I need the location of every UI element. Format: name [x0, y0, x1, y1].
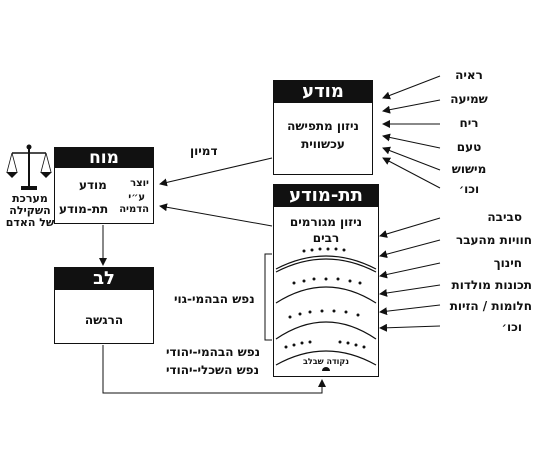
subconscious-box: תת-מודע ניזון מגורמים רבים [273, 184, 379, 377]
layer-3 [275, 309, 377, 340]
conscious-body-line1: ניזון מתפישה [287, 119, 359, 133]
input-taste: טעם [456, 140, 482, 154]
input-past-experiences: חוויות מהעבר [456, 233, 532, 247]
scale-icon [6, 144, 52, 190]
scale-caption-line3: של האדם [5, 216, 55, 229]
brain-row-mid: ע״י [128, 192, 145, 203]
heart-title: לב [55, 268, 153, 290]
scale-caption: מערכת השקילה של האדם [0, 193, 60, 229]
arrow-touch [382, 146, 441, 171]
arrow-heart-to-core [102, 345, 326, 394]
input-etc-conscious: וכו׳ [458, 182, 480, 196]
arrow-conscious-to-brain [159, 157, 273, 187]
arrow-dreams [379, 304, 441, 316]
arrow-innate [379, 284, 441, 297]
brain-row1-left: מודע [79, 178, 107, 192]
core-label: נקודה שבלב [303, 357, 349, 366]
brain-title: מוח [55, 148, 153, 168]
arrow-environment [379, 217, 441, 238]
bracket-animal-gentile [264, 253, 272, 341]
layer-1 [275, 247, 377, 273]
brain-box: מוח יוצר מודע ע״י הדמיה תת-מודע [54, 147, 154, 224]
arrow-taste [382, 133, 441, 149]
input-education: חינוך [493, 256, 522, 270]
conscious-body-line2: עכשווית [301, 137, 345, 151]
scale-caption-line1: מערכת [12, 192, 48, 205]
input-etc-sub: וכו׳ [501, 320, 522, 334]
arrow-education [379, 262, 441, 279]
arrow-sight [382, 75, 441, 100]
heart-body: הרגשה [84, 313, 124, 327]
scale-caption-line2: השקילה [9, 204, 51, 217]
layer-2 [275, 277, 377, 304]
soul-animal-jew: נפש הבהמי-יהודי [166, 345, 261, 359]
input-innate-traits: תכונות מולדות [451, 278, 532, 292]
subconscious-body-line2: רבים [312, 231, 340, 245]
brain-row2-left: תת-מודע [59, 202, 109, 216]
soul-intellect-jew: נפש השכלי-יהודי [166, 363, 260, 377]
subconscious-title: תת-מודע [274, 185, 378, 207]
brain-row2-right: הדמיה [119, 204, 149, 215]
input-sight: ראיה [455, 68, 483, 82]
arrow-sub-to-brain [159, 203, 273, 227]
input-hearing: שמיעה [450, 92, 488, 106]
arrow-etc-conscious [382, 157, 441, 189]
brain-row1-right: יוצר [130, 178, 149, 189]
soul-animal-gentile: נפש הבהמי-גוי [174, 292, 255, 306]
input-environment: סביבה [487, 210, 522, 224]
layer-4 [275, 340, 377, 371]
arrow-etc-sub [379, 323, 441, 332]
heart-box: לב הרגשה [54, 267, 154, 344]
input-touch: מישוש [451, 162, 487, 176]
subconscious-body-line1: ניזון מגורמים [289, 215, 363, 229]
input-smell: ריח [459, 116, 479, 130]
conscious-title: מודע [274, 81, 372, 103]
conscious-box: מודע ניזון מתפישה עכשווית [273, 80, 373, 175]
imagination-label: דמיון [190, 144, 218, 158]
input-dreams: חלומות / הזיות [449, 299, 532, 313]
soul-layers [275, 247, 377, 371]
arrow-past [379, 239, 441, 259]
arrow-hearing [382, 99, 441, 114]
